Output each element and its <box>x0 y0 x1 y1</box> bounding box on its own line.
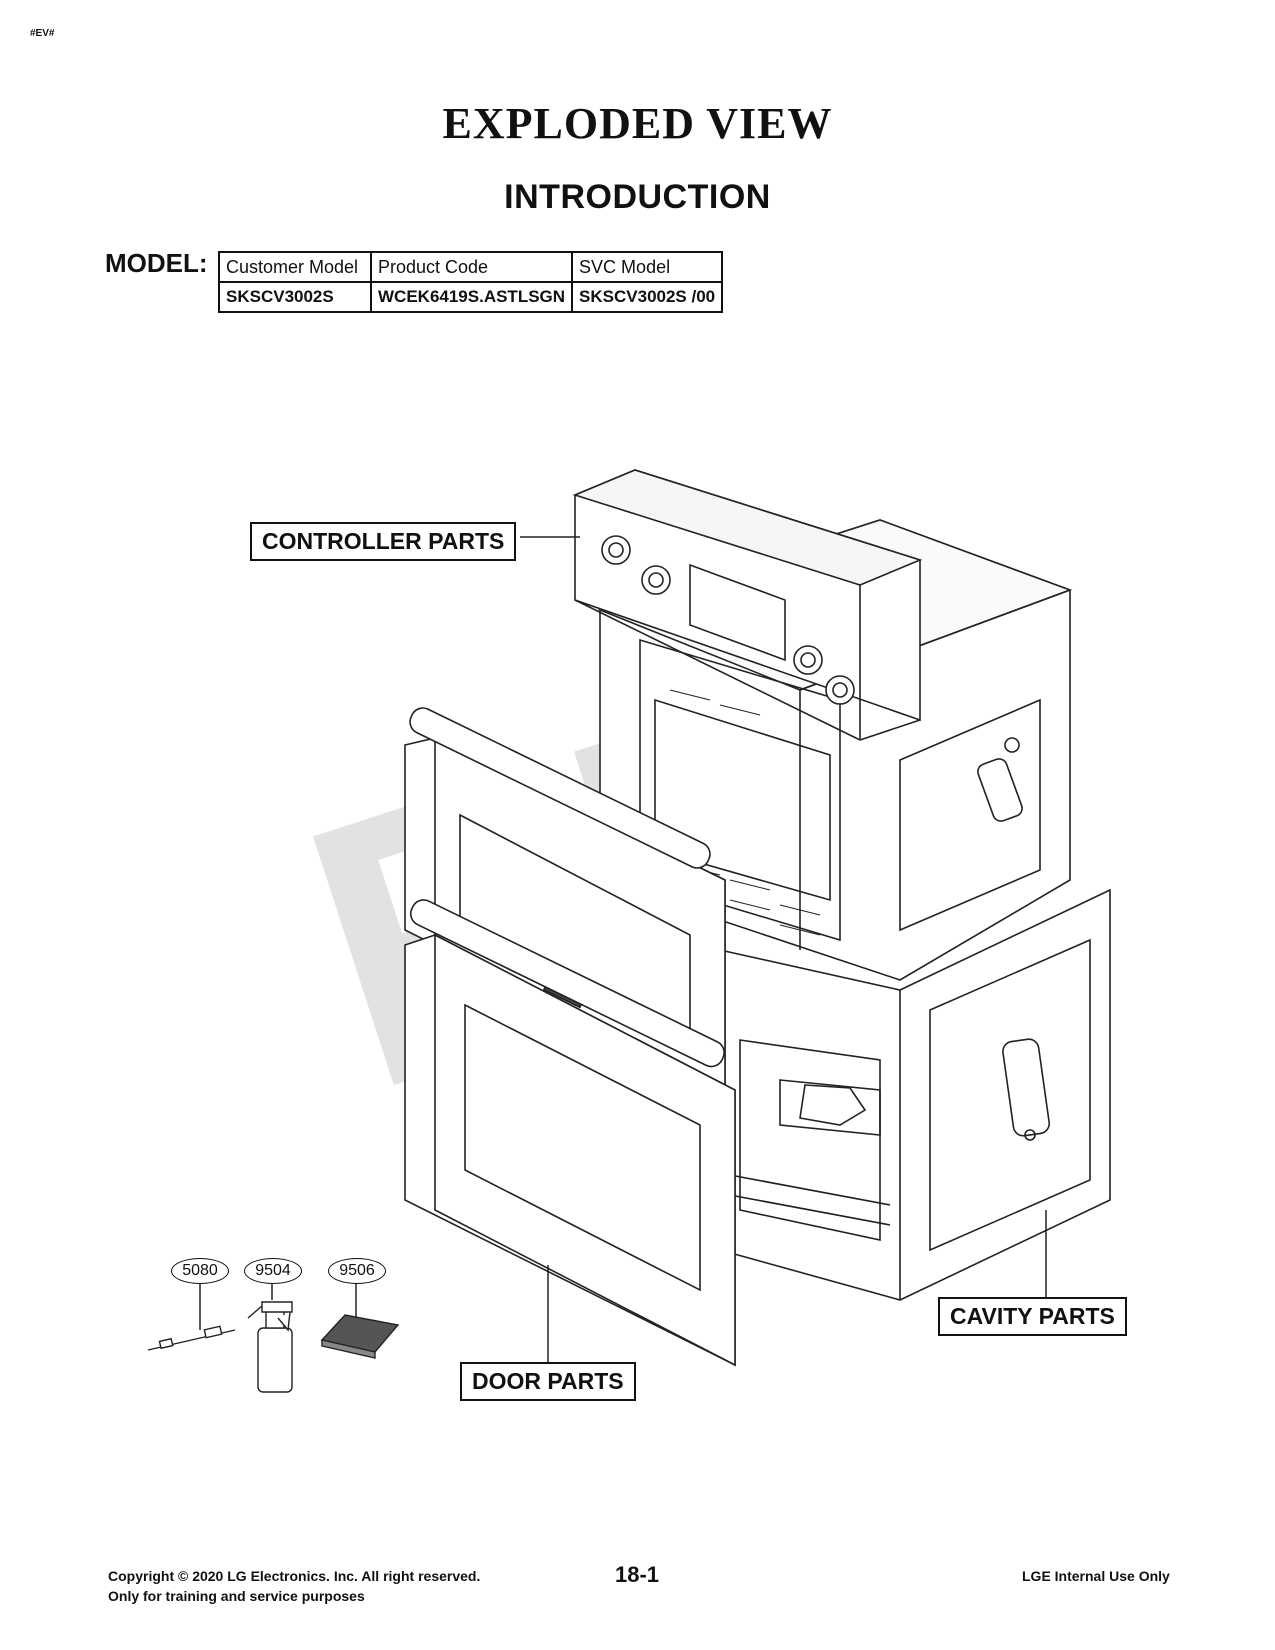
header-customer-model: Customer Model <box>218 251 372 283</box>
callout-9506: 9506 <box>328 1258 386 1284</box>
value-svc-model: SKSCV3002S /00 <box>571 281 724 313</box>
footer-copyright: Copyright © 2020 LG Electronics. Inc. Al… <box>108 1568 481 1584</box>
spray-bottle-icon <box>247 1301 293 1393</box>
scrub-pad-icon <box>320 1314 400 1359</box>
model-table-value-row: SKSCV3002S WCEK6419S.ASTLSGN SKSCV3002S … <box>218 281 724 313</box>
meat-probe-icon <box>147 1325 236 1351</box>
model-table: Customer Model Product Code SVC Model SK… <box>218 251 724 313</box>
model-label: MODEL: <box>105 248 208 278</box>
value-product-code: WCEK6419S.ASTLSGN <box>369 281 574 313</box>
page-subtitle: INTRODUCTION <box>504 178 771 216</box>
controller-parts-label: CONTROLLER PARTS <box>250 522 517 561</box>
accessories <box>147 1301 400 1393</box>
page-number: 18-1 <box>615 1562 660 1587</box>
page-title: EXPLODED VIEW <box>442 99 833 148</box>
oven-illustration <box>404 469 1111 1367</box>
callout-9504: 9504 <box>244 1258 302 1284</box>
header-svc-model: SVC Model <box>571 251 724 283</box>
leader-lines <box>199 536 1047 1362</box>
footer-purpose: Only for training and service purposes <box>108 1588 365 1604</box>
page-tag: #EV# <box>30 28 55 39</box>
cavity-parts-label: CAVITY PARTS <box>938 1297 1127 1336</box>
value-customer-model: SKSCV3002S <box>218 281 372 313</box>
callout-5080: 5080 <box>171 1258 229 1284</box>
door-parts-label: DOOR PARTS <box>460 1362 636 1401</box>
model-table-header-row: Customer Model Product Code SVC Model <box>218 251 724 283</box>
footer-internal: LGE Internal Use Only <box>1022 1568 1170 1584</box>
header-product-code: Product Code <box>369 251 574 283</box>
